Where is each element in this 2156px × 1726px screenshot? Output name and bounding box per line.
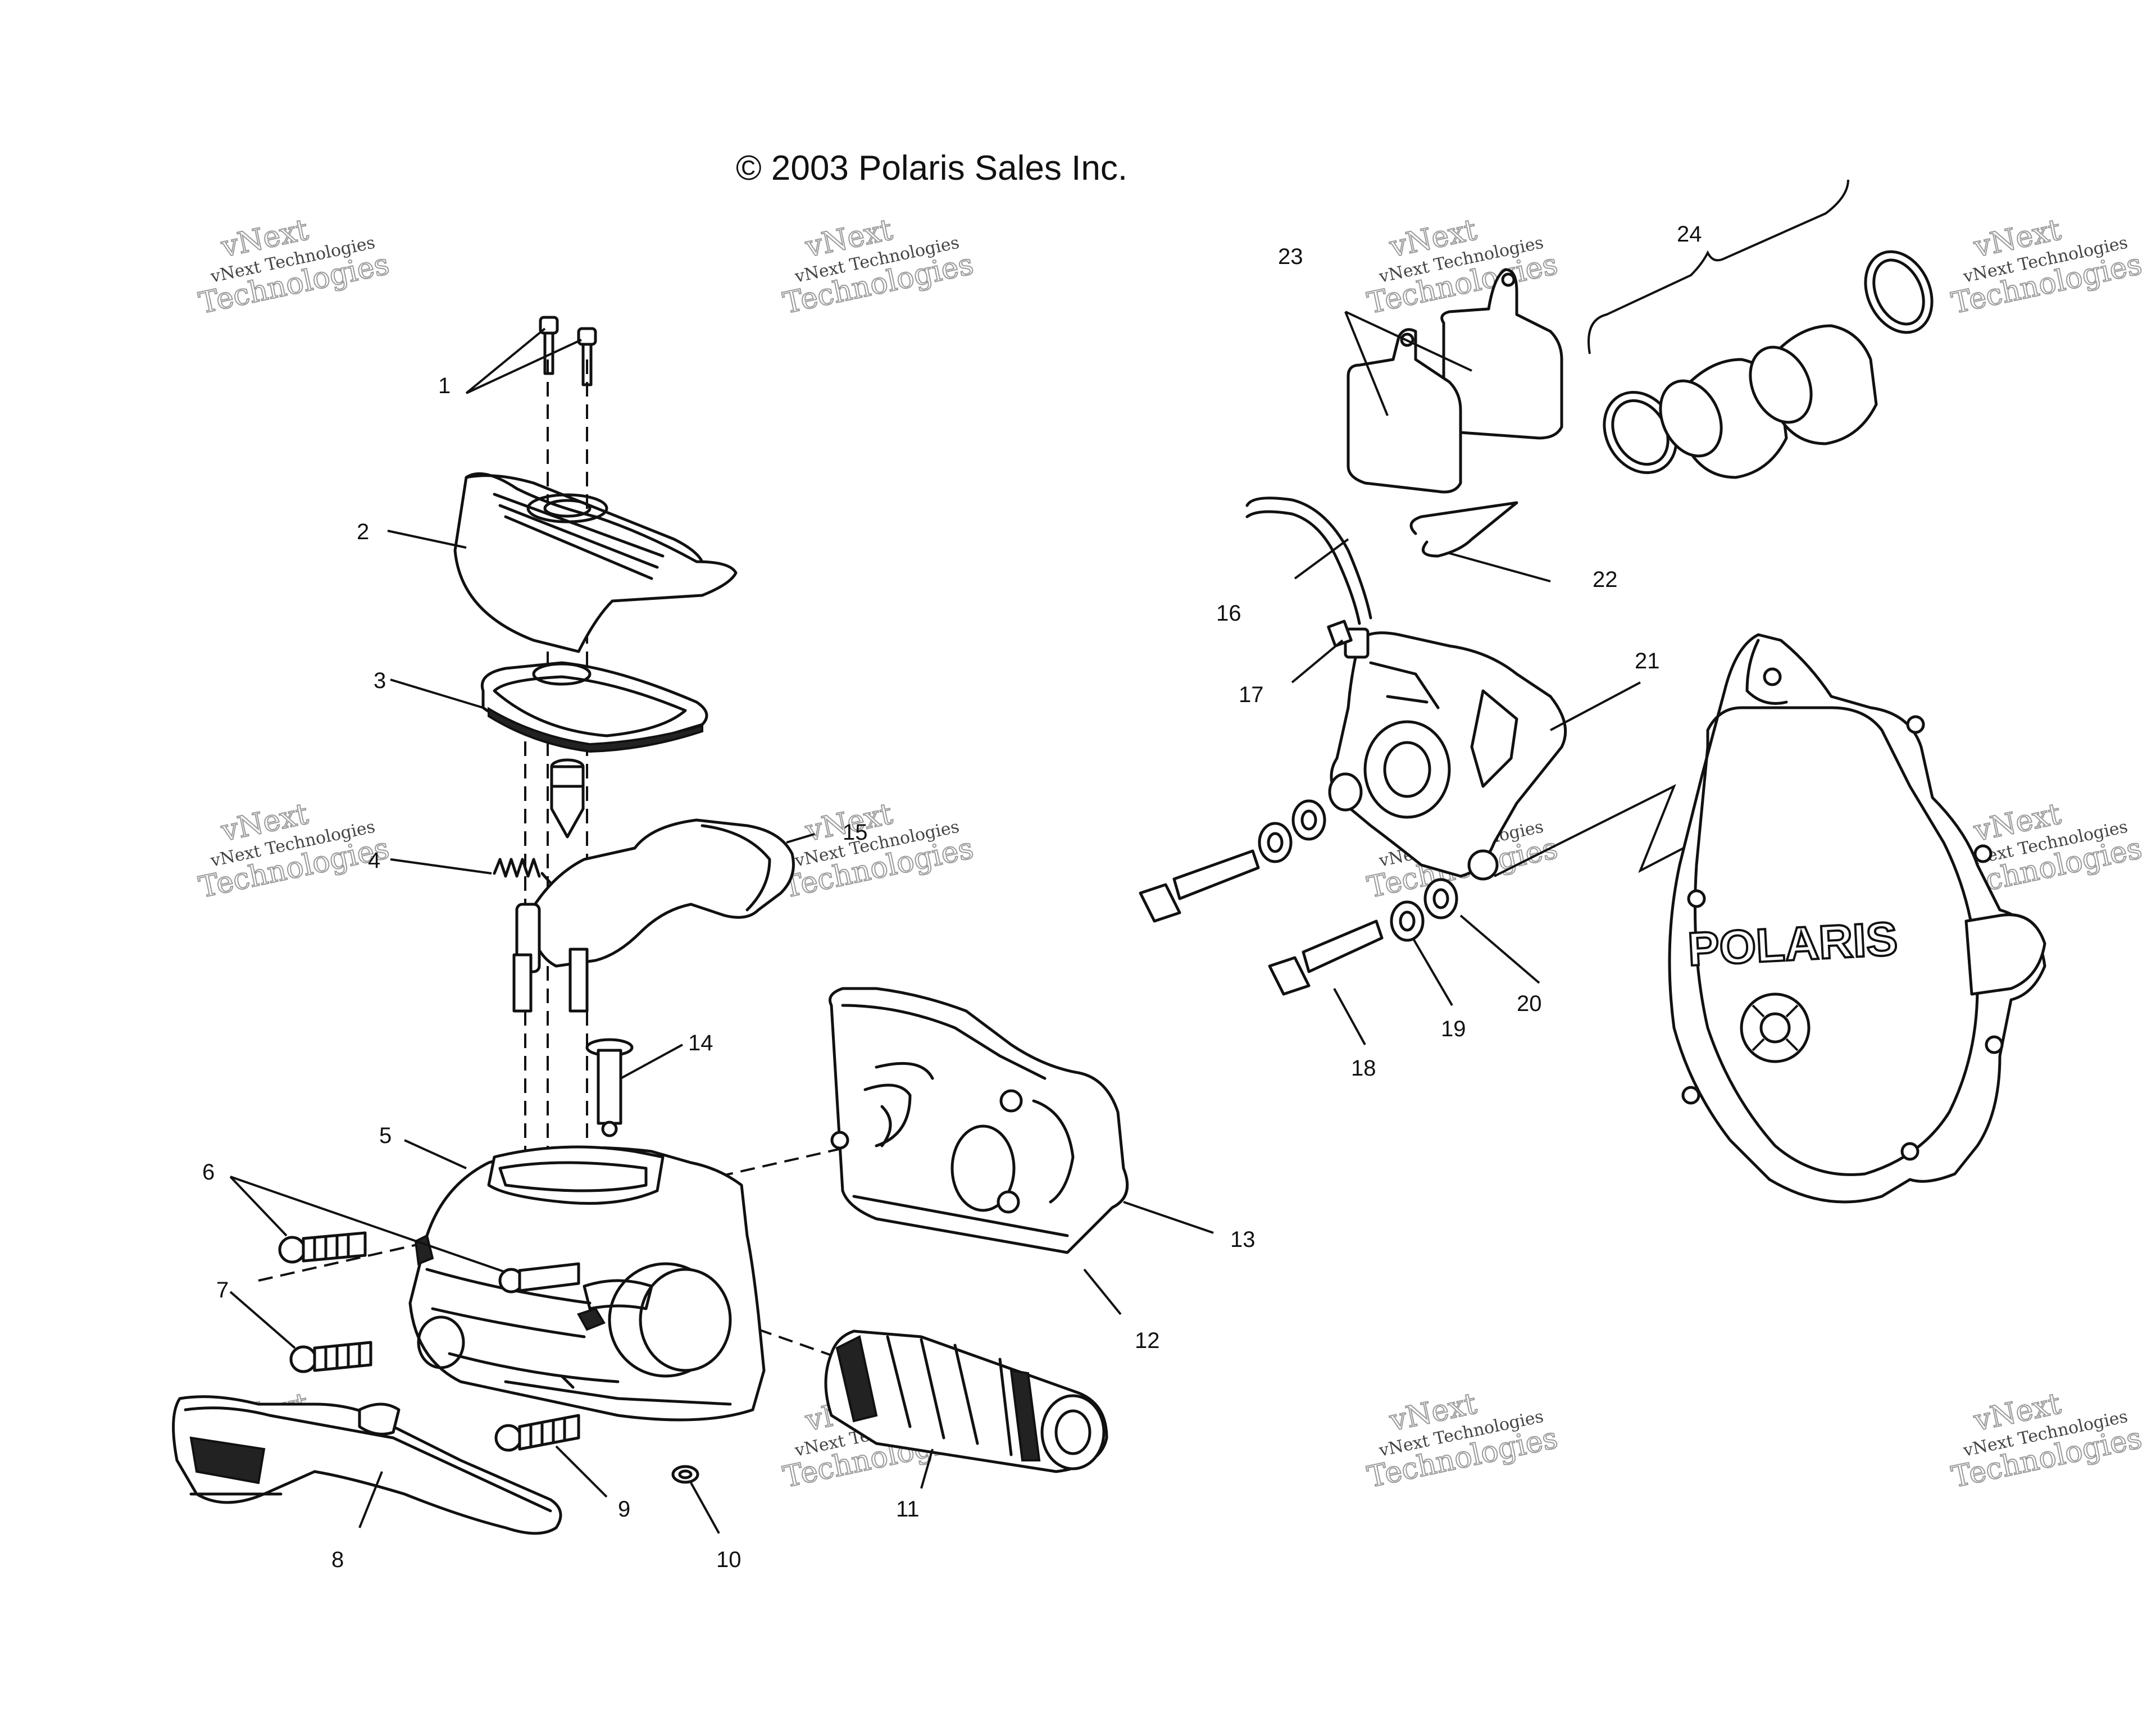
part-17-bleeder-screw — [1327, 620, 1353, 648]
watermark: vNext vNext Technologies Technologies — [1364, 212, 1561, 321]
part-7-lever-screw — [289, 1341, 372, 1373]
part-5-master-cylinder-body — [408, 1145, 766, 1422]
callout-7: 7 — [216, 1278, 229, 1303]
copyright-title: © 2003 Polaris Sales Inc. — [736, 149, 1127, 188]
callout-5: 5 — [379, 1123, 392, 1148]
watermark: vNext vNext Technologies Technologies — [780, 212, 977, 321]
callout-1: 1 — [438, 374, 451, 398]
part-9-screw — [494, 1414, 580, 1452]
polaris-logo: POLARIS — [1686, 912, 1899, 976]
part-1-cover-screws — [539, 316, 597, 386]
callout-22: 22 — [1593, 567, 1618, 592]
part-2-reservoir-cover — [453, 472, 738, 653]
callout-17: 17 — [1239, 682, 1264, 707]
watermark: vNext vNext Technologies Technologies — [1948, 1386, 2145, 1495]
callout-21: 21 — [1635, 649, 1660, 673]
callout-19: 19 — [1441, 1017, 1466, 1041]
callout-20: 20 — [1517, 991, 1542, 1016]
watermark: vNext vNext Technologies Technologies — [1364, 1386, 1561, 1495]
part-15-lever-arm — [512, 818, 795, 1013]
callout-18: 18 — [1351, 1056, 1376, 1081]
watermark: vNext vNext Technologies Technologies — [780, 796, 977, 905]
callout-labels: 1 2 3 4 5 6 7 8 9 10 11 12 13 14 15 16 1… — [202, 222, 1702, 1572]
part-3-diaphragm — [481, 661, 708, 753]
callout-11: 11 — [896, 1497, 920, 1522]
part-plunger — [550, 758, 585, 839]
chaincase-cover: POLARIS — [1668, 633, 2046, 1204]
callout-14: 14 — [688, 1031, 713, 1055]
watermark: vNext vNext Technologies Technologies — [195, 212, 393, 321]
part-washers — [1258, 799, 1458, 942]
callout-8: 8 — [331, 1547, 344, 1572]
part-21-caliper — [1328, 627, 1567, 881]
watermark: vNext vNext Technologies Technologies — [1948, 212, 2145, 321]
callout-2: 2 — [357, 520, 369, 544]
callout-13: 13 — [1230, 1227, 1256, 1252]
callout-4: 4 — [368, 848, 380, 873]
callout-3: 3 — [374, 668, 386, 693]
part-22-pad-clip — [1409, 501, 1518, 558]
callout-12: 12 — [1135, 1328, 1160, 1353]
callout-16: 16 — [1216, 601, 1241, 626]
part-10-washer — [671, 1465, 699, 1484]
callout-24: 24 — [1677, 222, 1702, 247]
leader-lines — [229, 311, 1641, 1534]
callout-15: 15 — [843, 820, 868, 845]
callout-6: 6 — [202, 1160, 215, 1185]
watermark: vNext vNext Technologies Technologies — [195, 796, 393, 905]
callout-23: 23 — [1278, 244, 1303, 269]
part-12-housing-cover — [829, 987, 1129, 1254]
part-24-piston-seal-kit — [1588, 179, 1934, 479]
part-16-brake-line — [1245, 497, 1372, 625]
part-bolts — [1139, 849, 1384, 996]
part-6-clamp-screws — [278, 1231, 580, 1294]
part-11-grip — [824, 1329, 1108, 1473]
part-14-pivot-pin — [585, 1038, 634, 1137]
part-23-brake-pads — [1347, 268, 1563, 494]
callout-9: 9 — [618, 1497, 630, 1522]
callout-10: 10 — [716, 1547, 742, 1572]
part-8-brake-lever — [172, 1395, 562, 1535]
